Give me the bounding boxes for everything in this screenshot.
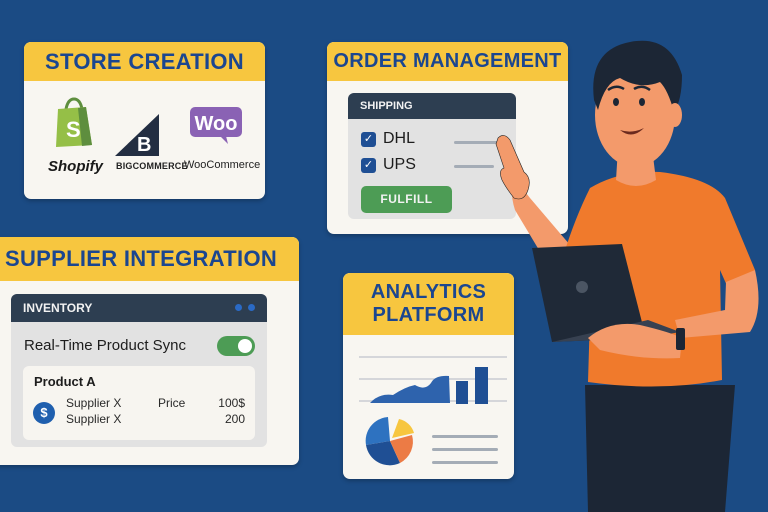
person-with-laptop-illustration — [495, 40, 759, 512]
svg-text:Woo: Woo — [195, 113, 238, 135]
legend-lines — [432, 435, 498, 464]
store-creation-title: STORE CREATION — [24, 42, 265, 81]
ups-label: UPS — [383, 156, 416, 173]
analytics-title-line2: PLATFORM — [372, 304, 485, 326]
ups-checkbox[interactable]: ✓ — [361, 157, 376, 173]
area-bar-chart-icon — [359, 356, 507, 404]
inventory-panel-title: INVENTORY — [23, 301, 93, 315]
store-creation-card: STORE CREATION S Shopify B BIGCOMMERCE W… — [24, 42, 265, 199]
supplier-integration-title: SUPPLIER INTEGRATION — [0, 237, 299, 281]
placeholder-line — [454, 141, 509, 144]
bigcommerce-label: BIGCOMMERCE — [116, 161, 188, 171]
supplier-name: Supplier X — [66, 396, 122, 410]
dot-icon — [235, 304, 242, 311]
price-value: 100$ — [218, 396, 245, 410]
dhl-checkbox[interactable]: ✓ — [361, 131, 376, 147]
analytics-title-line1: ANALYTICS — [370, 281, 487, 303]
window-dots — [235, 304, 255, 311]
shopify-bag-icon: S — [56, 97, 92, 147]
svg-text:B: B — [137, 134, 151, 156]
dhl-label: DHL — [383, 130, 416, 147]
stock-value: 200 — [224, 412, 245, 426]
dollar-icon: $ — [33, 402, 55, 424]
toggle-knob — [238, 339, 252, 353]
sync-label: Real-Time Product Sync — [24, 337, 186, 354]
supplier-name: Supplier X — [66, 412, 122, 426]
dot-icon — [248, 304, 255, 311]
inventory-panel: INVENTORY Real-Time Product Sync Product… — [11, 294, 267, 447]
supplier-integration-card: SUPPLIER INTEGRATION INVENTORY Real-Time… — [0, 237, 299, 465]
product-name: Product A — [34, 374, 96, 389]
svg-text:S: S — [66, 117, 81, 142]
shipping-panel: SHIPPING ✓ DHL ✓ UPS FULFILL — [348, 93, 516, 219]
bigcommerce-b-icon: B — [115, 114, 159, 156]
carrier-dhl-row[interactable]: ✓ DHL — [361, 130, 415, 148]
pie-chart-icon — [365, 417, 414, 466]
analytics-platform-card: ANALYTICS PLATFORM — [343, 273, 514, 479]
analytics-platform-title: ANALYTICS PLATFORM — [343, 273, 514, 335]
order-management-title: ORDER MANAGEMENT — [327, 42, 568, 81]
sync-toggle[interactable] — [217, 336, 255, 356]
platform-logos: S Shopify B BIGCOMMERCE Woo WooCommerce — [24, 81, 265, 199]
carrier-ups-row[interactable]: ✓ UPS — [361, 156, 416, 174]
shopify-label: Shopify — [48, 158, 103, 175]
placeholder-line — [454, 165, 494, 168]
analytics-graphics — [359, 356, 507, 466]
fulfill-button[interactable]: FULFILL — [361, 186, 452, 213]
woo-bubble-icon: Woo — [190, 107, 242, 144]
product-card: Product A $ Supplier X Price 100$ Suppli… — [23, 366, 255, 440]
price-label: Price — [158, 396, 186, 410]
inventory-panel-header: INVENTORY — [11, 294, 267, 322]
woocommerce-label: WooCommerce — [184, 159, 261, 171]
shipping-panel-title: SHIPPING — [348, 93, 516, 119]
